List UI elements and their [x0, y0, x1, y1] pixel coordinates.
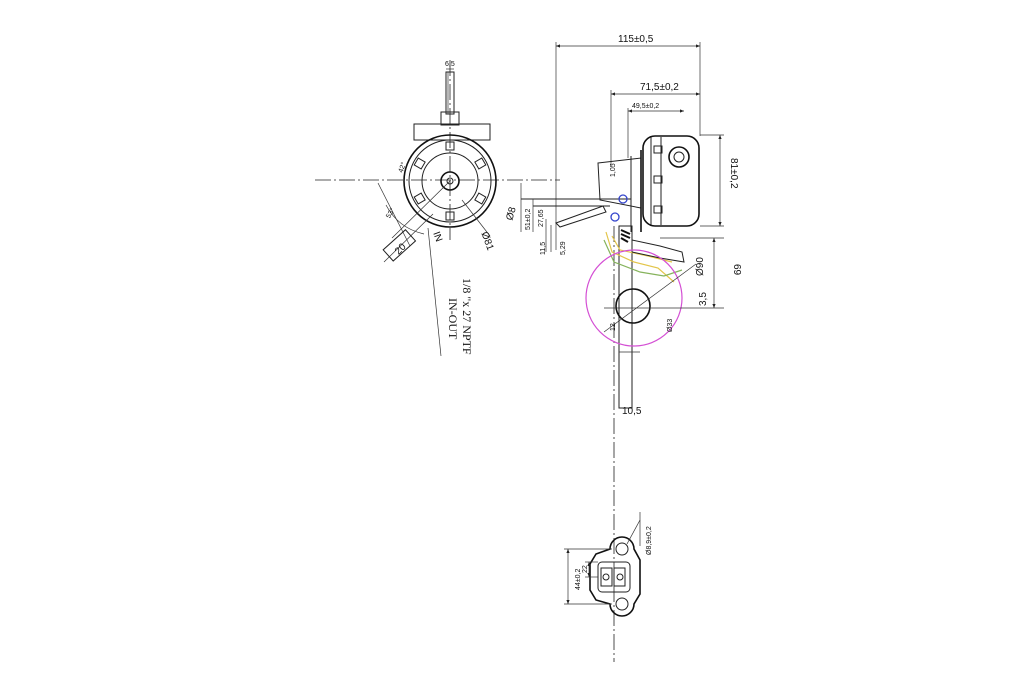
- cam-small-label: 12: [610, 323, 617, 331]
- stem-nut: [440, 111, 460, 126]
- outlet-fitting-bore: [673, 151, 685, 163]
- hole-spacing-label: 44±0,2: [575, 569, 582, 590]
- cover-bolt: [413, 157, 426, 170]
- cover-bolt: [413, 192, 426, 205]
- thread-leader-line: [427, 227, 442, 357]
- angle-arc: [385, 204, 425, 235]
- angle-ray: [391, 180, 451, 239]
- cover-screw: [653, 205, 663, 214]
- outlet-stem: [445, 71, 455, 115]
- lever-width-label: 10,5: [622, 406, 642, 417]
- offset-27-label: 27,65: [538, 209, 545, 227]
- inlet-tab: [382, 229, 417, 262]
- flange-pin: [602, 573, 610, 581]
- lever-sweep-circle: [585, 249, 683, 347]
- cover-bolt: [445, 211, 455, 221]
- stem-width-label: 6,5: [445, 61, 455, 68]
- center-boss: [440, 171, 460, 191]
- angle-ref-line: [377, 182, 411, 247]
- flange-hole-dia-label: Ø8,9±0,2: [646, 526, 653, 555]
- port-note: IN-OUT: [446, 298, 460, 340]
- cover-bolt: [474, 157, 487, 170]
- body-dia-leader: [461, 199, 491, 237]
- cover-bolt: [445, 141, 455, 151]
- center-hole: [446, 177, 454, 185]
- marker-circle: [610, 212, 620, 222]
- small-angle-label: 42°: [397, 161, 408, 174]
- lever-arm-outline: [631, 239, 685, 263]
- tab-edge-line: [383, 213, 434, 263]
- body-length-label: 71,5±0,2: [640, 82, 679, 93]
- lever-reach-label: 69: [731, 264, 742, 276]
- body-ring: [408, 139, 492, 223]
- hose-green: [603, 239, 683, 277]
- small-offset-label: 1,05: [610, 163, 617, 177]
- overall-length-label: 115±0,5: [618, 34, 654, 45]
- sweep-dia-label: Ø90: [695, 257, 706, 276]
- hose-yellow: [605, 231, 675, 283]
- cam-dia-label: Ø33: [667, 319, 674, 332]
- sweep-dia-leader: [603, 263, 697, 333]
- top-plate: [413, 123, 491, 141]
- lever-arm-spring: [555, 205, 607, 228]
- flange-view: Ø8,9±0,2 22 44±0,2: [564, 512, 653, 617]
- cover-bolt: [474, 192, 487, 205]
- cover-screw: [653, 175, 663, 184]
- offset-51-label: 51±0,2: [525, 209, 532, 230]
- cover-inner-circle: [421, 152, 479, 210]
- flange-outline: [589, 536, 641, 617]
- inlet-label: IN: [430, 230, 444, 243]
- flange-slot: [600, 567, 613, 587]
- tab-width-label: 20: [393, 241, 409, 257]
- flange-hole-top: [615, 542, 629, 556]
- inner-spacing-label: 22: [582, 565, 589, 573]
- cover-screw: [653, 145, 663, 154]
- marker-circle: [618, 194, 628, 204]
- flange-slot: [613, 567, 626, 587]
- offset-11-label: 11,5: [540, 242, 547, 255]
- outlet-fitting: [668, 146, 690, 168]
- pump-cover: [642, 135, 700, 227]
- cover-bolts: [413, 141, 487, 221]
- hole-dia-leader: [626, 519, 641, 545]
- side-view: 115±0,5 71,5±0,2 49,5±0,2 81±0,2 1,05 51…: [520, 34, 742, 662]
- body-height-label: 81±0,2: [728, 158, 739, 189]
- flange-pin: [616, 573, 624, 581]
- hose-yellow: [611, 235, 673, 263]
- flange-hole-bottom: [615, 597, 629, 611]
- hole-dia-label: Ø8: [505, 205, 519, 221]
- body-dia-label: Ø81: [479, 230, 496, 252]
- body-outer-circle: [403, 134, 497, 228]
- cover-length-label: 49,5±0,2: [632, 103, 659, 110]
- front-view: 6,5 42° 53° 20 Ø8 Ø81 IN 1/8 "x 27 NPTF …: [315, 60, 560, 357]
- lever-pivot-hatch: [620, 229, 631, 243]
- lever-offset-label: 3,5: [698, 292, 709, 306]
- cam-circle: [615, 288, 651, 324]
- rocker-lever: [618, 225, 633, 409]
- offset-5-label: 5,29: [560, 241, 567, 255]
- thread-note: 1/8 "x 27 NPTF: [460, 278, 474, 355]
